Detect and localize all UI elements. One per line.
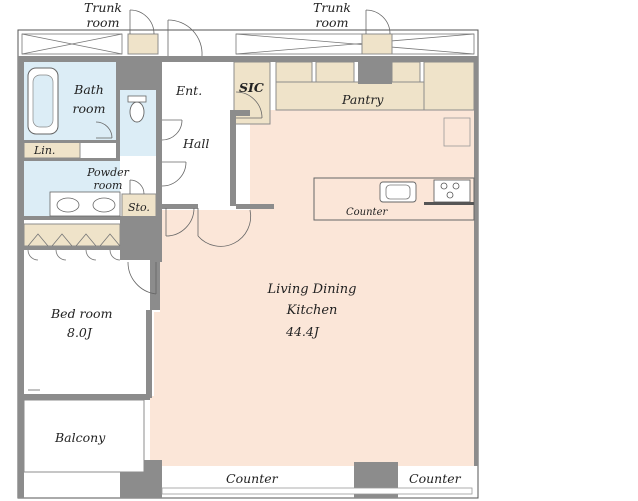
pantry-label: Pantry xyxy=(342,92,384,107)
bathtub-inner xyxy=(32,74,54,128)
fridge-space xyxy=(443,117,471,147)
trunk-room-left-box xyxy=(127,33,159,55)
bath-room-label: Bath room xyxy=(72,82,106,116)
range-hood-bar xyxy=(424,202,474,205)
sic-label: SIC xyxy=(239,80,264,95)
storage-label: Sto. xyxy=(128,201,150,214)
linen-label: Lin. xyxy=(34,144,56,157)
pantry-shelf-4 xyxy=(423,61,475,111)
trunk-door-left xyxy=(129,9,155,35)
window-strip xyxy=(161,487,473,495)
pantry-shelf-3 xyxy=(391,61,421,83)
powder-room-label: Powder room xyxy=(87,166,129,192)
bedroom-floor xyxy=(24,262,154,396)
toilet-bowl xyxy=(129,101,145,123)
burner-3 xyxy=(446,191,454,199)
cooktop xyxy=(433,179,471,203)
ldk-size-label: 44.4J xyxy=(286,324,319,339)
top-terrace-left xyxy=(21,33,123,55)
entrance-label: Ent. xyxy=(176,83,203,98)
basin-left xyxy=(56,197,80,213)
balcony-label: Balcony xyxy=(55,430,106,445)
basin-right xyxy=(92,197,116,213)
bedroom-name-label: Bed room xyxy=(51,306,113,321)
balcony-floor xyxy=(23,399,145,473)
trunk-door-right xyxy=(365,9,391,35)
counter-bottom-left-label: Counter xyxy=(226,471,278,486)
closet-doors xyxy=(27,233,121,261)
walls xyxy=(18,56,478,498)
toilet-tank xyxy=(127,95,147,103)
burner-2 xyxy=(452,182,460,190)
top-terrace-right xyxy=(235,33,475,55)
trunk-room-right-box xyxy=(361,33,393,55)
island-counter-label: Counter xyxy=(346,207,388,218)
interior-doors xyxy=(28,19,263,391)
ldk-name-label: Living Dining Kitchen xyxy=(267,282,357,318)
counter-bottom-right-label: Counter xyxy=(409,471,461,486)
burner-1 xyxy=(440,182,448,190)
pantry-shelf-1 xyxy=(275,61,313,83)
pantry-shelf-2 xyxy=(315,61,355,83)
trunk-room-left-label: Trunk room xyxy=(84,0,122,30)
hall-label: Hall xyxy=(183,136,210,151)
trunk-room-right-label: Trunk room xyxy=(313,0,351,30)
sink-basin xyxy=(385,184,411,200)
storage-floor xyxy=(121,193,157,221)
bedroom-size-label: 8.0J xyxy=(67,325,92,340)
